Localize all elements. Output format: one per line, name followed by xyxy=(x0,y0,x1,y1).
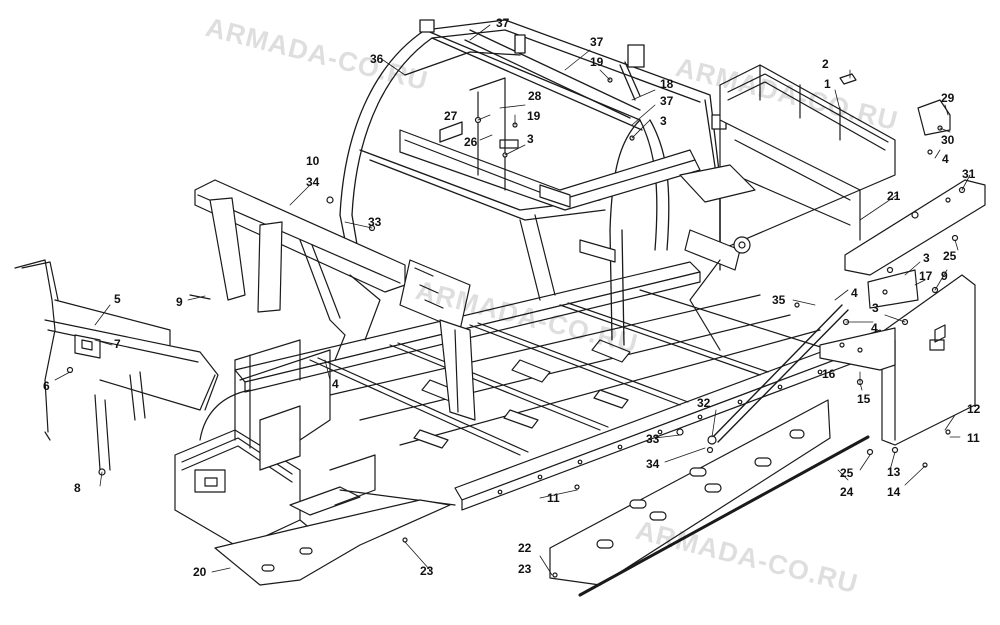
callout-11: 11 xyxy=(547,491,560,505)
callout-14: 14 xyxy=(887,485,901,499)
side-frame-left xyxy=(194,179,476,421)
callout-34: 34 xyxy=(306,175,320,189)
callout-17: 17 xyxy=(919,269,933,283)
callout-3: 3 xyxy=(527,132,534,146)
callout-33: 33 xyxy=(368,215,382,229)
callout-3: 3 xyxy=(872,301,879,315)
bracket-17 xyxy=(867,269,919,309)
callout-18: 18 xyxy=(660,77,674,91)
latch-2 xyxy=(839,73,857,85)
callout-23: 23 xyxy=(518,562,532,576)
callout-5: 5 xyxy=(114,292,121,306)
callout-13: 13 xyxy=(887,465,901,479)
callout-11: 11 xyxy=(967,431,980,445)
callout-19: 19 xyxy=(527,109,541,123)
callout-28: 28 xyxy=(528,89,542,103)
callout-20: 20 xyxy=(193,565,207,579)
callout-15: 15 xyxy=(857,392,871,406)
callout-19: 19 xyxy=(590,55,604,69)
callout-3: 3 xyxy=(923,251,930,265)
callout-23: 23 xyxy=(420,564,434,578)
callout-4: 4 xyxy=(871,321,878,335)
callout-24: 24 xyxy=(840,485,854,499)
seat-support-frame xyxy=(399,77,701,301)
callout-25: 25 xyxy=(943,249,957,263)
callout-37: 37 xyxy=(660,94,674,108)
callout-8: 8 xyxy=(74,481,81,495)
callout-27: 27 xyxy=(444,109,458,123)
callout-4: 4 xyxy=(851,286,858,300)
callout-7: 7 xyxy=(114,337,121,351)
callout-37: 37 xyxy=(496,16,510,30)
callout-4: 4 xyxy=(332,377,339,391)
callout-9: 9 xyxy=(941,269,948,283)
callout-12: 12 xyxy=(967,402,981,416)
callout-10: 10 xyxy=(306,154,320,168)
callout-22: 22 xyxy=(518,541,532,555)
main-chassis-frame xyxy=(234,261,889,511)
callout-36: 36 xyxy=(370,52,384,66)
callout-16: 16 xyxy=(822,367,836,381)
callout-31: 31 xyxy=(962,167,976,181)
callout-32: 32 xyxy=(697,396,711,410)
seal-strip-24 xyxy=(578,435,870,597)
callout-4: 4 xyxy=(942,152,949,166)
bracket-29 xyxy=(917,99,951,136)
callout-3: 3 xyxy=(660,114,667,128)
center-skid-plate-22 xyxy=(549,399,831,586)
callout-1: 1 xyxy=(824,77,831,91)
callout-34: 34 xyxy=(646,457,660,471)
callout-9: 9 xyxy=(176,295,183,309)
front-brush-guard xyxy=(14,259,219,471)
callout-21: 21 xyxy=(887,189,901,203)
callout-2: 2 xyxy=(822,57,829,71)
bracket-16 xyxy=(819,327,896,371)
side-panel-12 xyxy=(881,274,976,446)
callout-37: 37 xyxy=(590,35,604,49)
callout-30: 30 xyxy=(941,133,955,147)
leader-lines xyxy=(54,24,971,576)
callout-35: 35 xyxy=(772,293,786,307)
rear-skid-plate-21 xyxy=(844,179,986,276)
callout-26: 26 xyxy=(464,135,478,149)
strut-32 xyxy=(707,304,849,445)
callout-6: 6 xyxy=(43,379,50,393)
rear-frame xyxy=(679,64,896,351)
callout-25: 25 xyxy=(840,466,854,480)
callout-33: 33 xyxy=(646,432,660,446)
front-frame xyxy=(174,339,456,549)
front-skid-plate-20 xyxy=(214,499,451,586)
callout-29: 29 xyxy=(941,91,955,105)
